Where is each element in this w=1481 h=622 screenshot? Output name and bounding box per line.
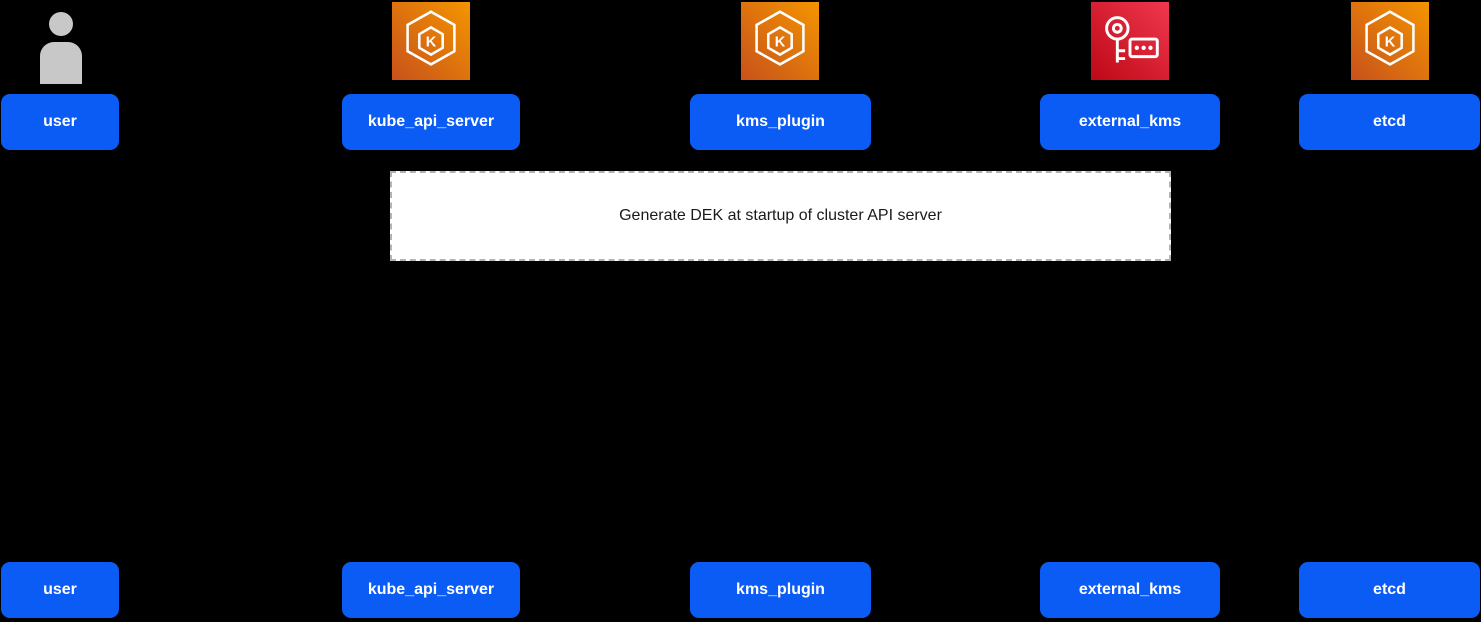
svg-text:K: K [1385,34,1396,50]
eks-kubernetes-icon: K [741,2,819,80]
eks-kubernetes-icon: K [392,2,470,80]
actor-bottom-etcd: etcd [1299,562,1480,618]
svg-text:K: K [426,34,437,50]
actor-bottom-kube-api-server: kube_api_server [342,562,520,618]
note-text: Generate DEK at startup of cluster API s… [619,207,942,224]
actor-top-user: user [1,94,119,150]
actor-top-kms-plugin: kms_plugin [690,94,871,150]
svg-text:K: K [775,34,786,50]
actor-top-etcd: etcd [1299,94,1480,150]
actor-top-external-kms: external_kms [1040,94,1220,150]
actor-bottom-user: user [1,562,119,618]
note-box: Generate DEK at startup of cluster API s… [390,171,1171,261]
eks-kubernetes-icon: K [1351,2,1429,80]
kms-key-icon [1091,2,1169,80]
actor-bottom-kms-plugin: kms_plugin [690,562,871,618]
actor-top-kube-api-server: kube_api_server [342,94,520,150]
actor-bottom-external-kms: external_kms [1040,562,1220,618]
person-icon [36,10,86,84]
